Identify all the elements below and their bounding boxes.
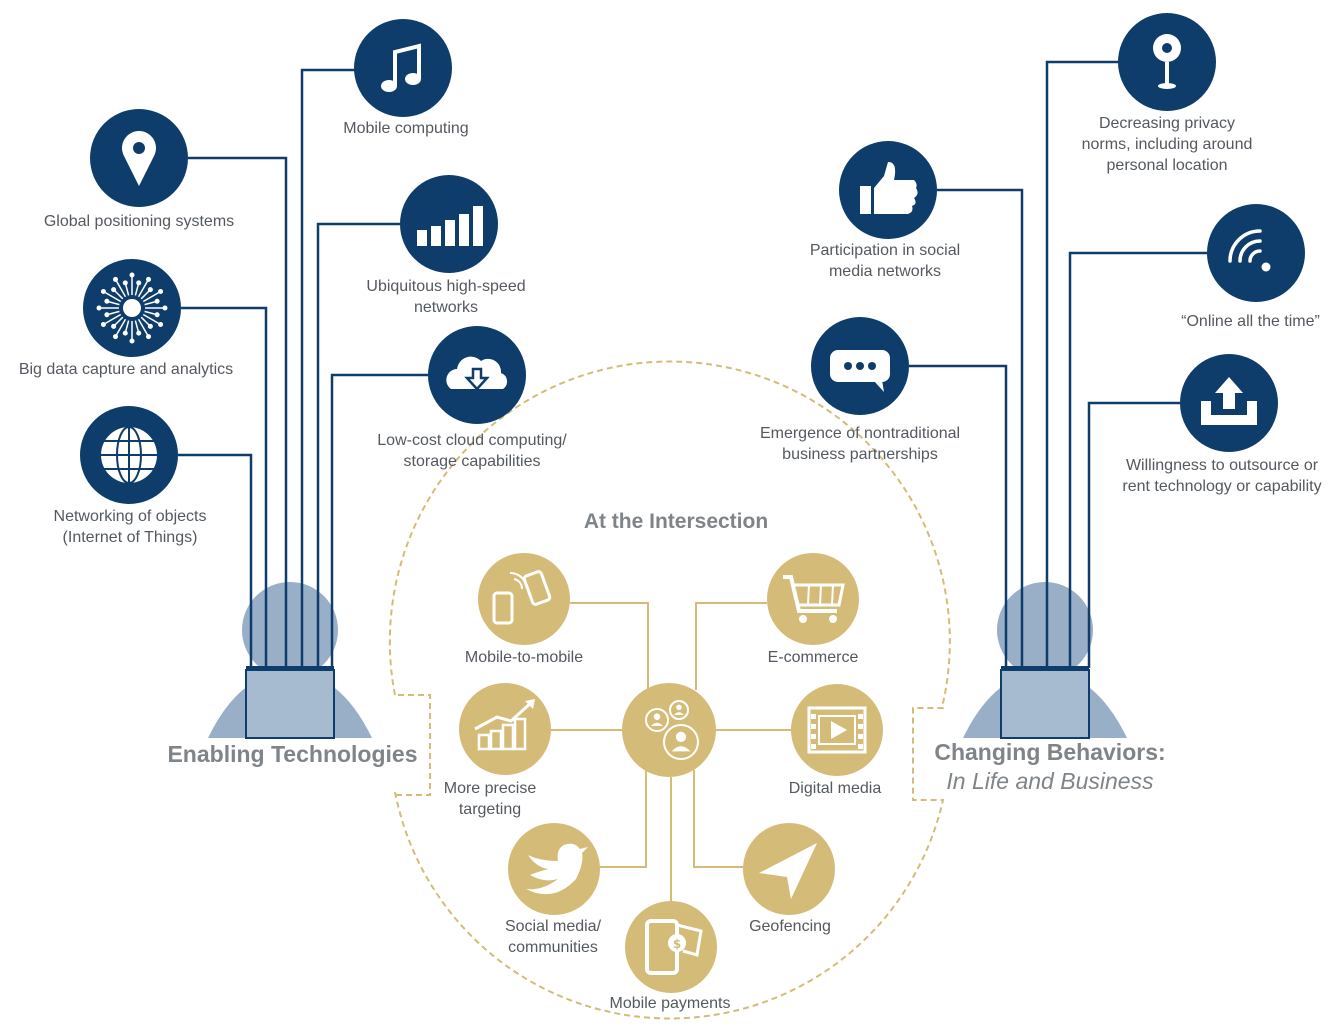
behaviors-node [811,317,909,415]
behaviors-connector [1068,251,1207,668]
enabling-node [90,109,188,207]
enabling-label: Low-cost cloud computing/ storage capabi… [377,432,567,470]
behaviors-label: Participation in social media networks [809,242,961,280]
enabling-label: Global positioning systems [43,213,235,230]
intersection-node [767,553,859,645]
intersection-node [459,683,551,775]
pushpin-icon [1153,34,1181,89]
behaviors-figure [963,582,1127,739]
intersection-label: Digital media [788,780,882,797]
enabling-connector [330,373,428,668]
enabling-node [83,259,181,357]
intersection-node: $ [625,901,717,993]
enabling-node [428,326,526,424]
mobile-payment-icon: $ [645,919,703,975]
behaviors-figure-body [1000,669,1090,739]
enabling-label: Big data capture and analytics [18,361,234,378]
behaviors-label: Decreasing privacy norms, including arou… [1081,115,1253,174]
intersection-label: More precise targeting [443,780,537,818]
intersection-label: Geofencing [749,918,831,935]
intersection-node [743,823,835,915]
behaviors-connector [909,364,1008,668]
intersection-label: E-commerce [767,649,859,666]
enabling-title: Enabling Technologies [167,741,418,767]
intersection-hub [622,683,716,777]
enabling-figure [208,582,372,739]
intersection-label: Mobile payments [609,995,731,1012]
intersection-boundary [388,360,951,1020]
enabling-label: Networking of objects (Internet of Thing… [53,508,207,546]
intersection-node [478,553,570,645]
behaviors-label: Emergence of nontraditional business par… [759,425,961,463]
chat-bubble-icon [830,350,890,392]
behaviors-node [839,141,937,239]
behaviors-label: Willingness to outsource or rent technol… [1122,457,1322,495]
behaviors-subtitle: In Life and Business [946,768,1154,794]
thumbs-up-icon [860,162,918,214]
enabling-node [354,19,452,117]
behaviors-node [1118,13,1216,111]
film-play-icon [807,706,867,754]
signal-bars-icon [417,206,483,246]
intersection-connector [693,770,743,868]
enabling-connector [178,453,253,668]
svg-text:$: $ [673,937,681,951]
wifi-icon [1228,229,1271,272]
navigation-arrow-icon [759,843,817,899]
enabling-connector [188,156,288,668]
shopping-cart-icon [783,575,845,623]
enabling-figure-body [245,669,335,739]
intersection-label: Social media/ communities [504,918,602,956]
intersection-title: At the Intersection [583,510,769,533]
phones-icon [492,570,552,625]
intersection-connector [600,770,647,868]
cloud-download-icon [446,356,508,391]
intersection-label: Mobile-to-mobile [464,649,584,666]
intersection-connector [570,602,649,690]
growth-chart-icon [474,699,535,751]
enabling-node [400,175,498,273]
behaviors-node [1207,204,1305,302]
enabling-connector [300,68,355,668]
bird-icon [526,843,588,895]
people-network-icon [645,700,699,760]
enabling-figure-head [242,582,338,678]
behaviors-title: Changing Behaviors: [934,739,1166,765]
music-note-icon [381,43,421,92]
globe-icon [101,426,157,484]
behaviors-connector [1087,401,1180,668]
enabling-label: Ubiquitous high-speed networks [366,278,526,316]
inbox-upload-icon [1201,377,1257,425]
enabling-connector [181,306,268,668]
behaviors-figure-head [997,582,1093,678]
data-burst-icon [96,272,168,344]
enabling-figure-collar [246,666,334,671]
location-pin-icon [122,131,156,186]
behaviors-figure-collar [1001,666,1089,671]
enabling-connector [316,222,400,668]
enabling-label: Mobile computing [343,120,469,137]
behaviors-node [1180,354,1278,452]
behaviors-connector [1045,60,1118,668]
intersection-node [508,823,600,915]
enabling-node [80,406,178,504]
behaviors-connector [937,188,1024,668]
intersection-connector [695,602,767,690]
intersection-node [791,684,883,776]
behaviors-label: “Online all the time” [1181,313,1320,330]
